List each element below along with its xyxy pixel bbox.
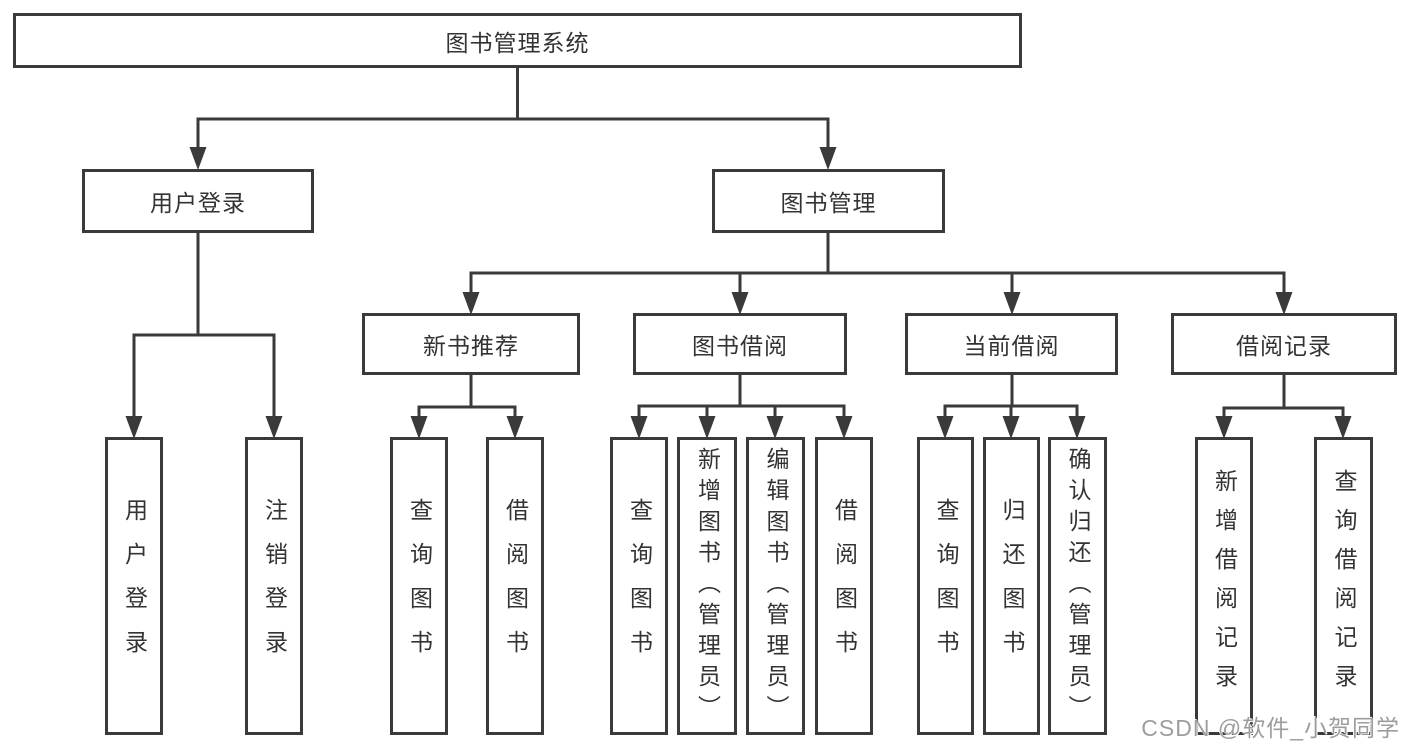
node-new-book-recommend: 新书推荐: [362, 313, 580, 375]
leaf-label: 新增借阅记录: [1211, 469, 1238, 703]
leaf-label: 注销登录: [261, 498, 288, 674]
leaf-query-borrow-record: 查询借阅记录: [1314, 437, 1373, 735]
arrow-down-icon: [936, 416, 954, 439]
arrowheads: [125, 119, 1352, 439]
node-library-system: 图书管理系统: [13, 13, 1022, 68]
leaf-label: 查询图书: [626, 498, 653, 674]
csdn-watermark: CSDN @软件_小贺同学: [1141, 715, 1400, 741]
arrow-down-icon: [1215, 416, 1233, 439]
node-label: 图书管理系统: [445, 29, 590, 56]
leaf-confirm-return-admin: 确认归还（管理员）: [1048, 437, 1107, 735]
leaf-label: 新增图书（管理员）: [694, 446, 721, 726]
arrow-down-icon: [410, 416, 428, 439]
arrow-down-icon: [265, 416, 283, 439]
leaf-label: 确认归还（管理员）: [1065, 446, 1091, 726]
node-label: 借阅记录: [1236, 333, 1332, 359]
arrow-down-icon: [125, 416, 143, 439]
leaf-label: 查询图书: [933, 498, 959, 674]
arrow-down-icon: [1002, 416, 1020, 439]
arrow-down-icon: [835, 416, 853, 439]
leaf-borrow-books: 借阅图书: [815, 437, 873, 735]
node-book-management: 图书管理: [712, 169, 945, 233]
arrow-down-icon: [819, 147, 837, 170]
arrow-down-icon: [766, 416, 784, 439]
leaf-query-books-current: 查询图书: [917, 437, 974, 735]
leaf-label: 用户登录: [121, 498, 148, 674]
leaf-add-books-admin: 新增图书（管理员）: [677, 437, 737, 735]
leaf-user-login: 用户登录: [105, 437, 163, 735]
leaf-borrow-books-recommend: 借阅图书: [486, 437, 544, 735]
arrow-down-icon: [1068, 416, 1086, 439]
leaf-label: 借阅图书: [502, 498, 529, 674]
node-label: 当前借阅: [963, 333, 1060, 359]
arrow-down-icon: [189, 147, 207, 170]
node-label: 用户登录: [150, 190, 246, 216]
leaf-edit-books-admin: 编辑图书（管理员）: [746, 437, 805, 735]
node-borrow-records: 借阅记录: [1171, 313, 1397, 375]
node-current-borrow: 当前借阅: [905, 313, 1118, 375]
arrow-down-icon: [1275, 292, 1293, 315]
leaf-return-books: 归还图书: [983, 437, 1040, 735]
node-label: 图书管理: [780, 190, 877, 216]
leaf-label: 查询借阅记录: [1331, 469, 1357, 703]
leaf-label: 查询图书: [406, 498, 433, 674]
leaf-logout: 注销登录: [245, 437, 303, 735]
leaf-query-books-borrow: 查询图书: [610, 437, 668, 735]
node-label: 图书借阅: [692, 333, 788, 359]
node-user-login: 用户登录: [82, 169, 314, 233]
leaf-label: 借阅图书: [831, 498, 858, 674]
arrow-down-icon: [698, 416, 716, 439]
arrow-down-icon: [1334, 416, 1352, 439]
arrow-down-icon: [630, 416, 648, 439]
arrow-down-icon: [506, 416, 524, 439]
leaf-label: 归还图书: [999, 498, 1025, 674]
arrow-down-icon: [1003, 292, 1021, 315]
leaf-add-borrow-record: 新增借阅记录: [1195, 437, 1253, 735]
node-label: 新书推荐: [423, 333, 519, 359]
arrow-down-icon: [462, 292, 480, 315]
arrow-down-icon: [731, 292, 749, 315]
node-book-borrow: 图书借阅: [633, 313, 847, 375]
leaf-label: 编辑图书（管理员）: [763, 446, 789, 726]
leaf-query-books-recommend: 查询图书: [390, 437, 448, 735]
